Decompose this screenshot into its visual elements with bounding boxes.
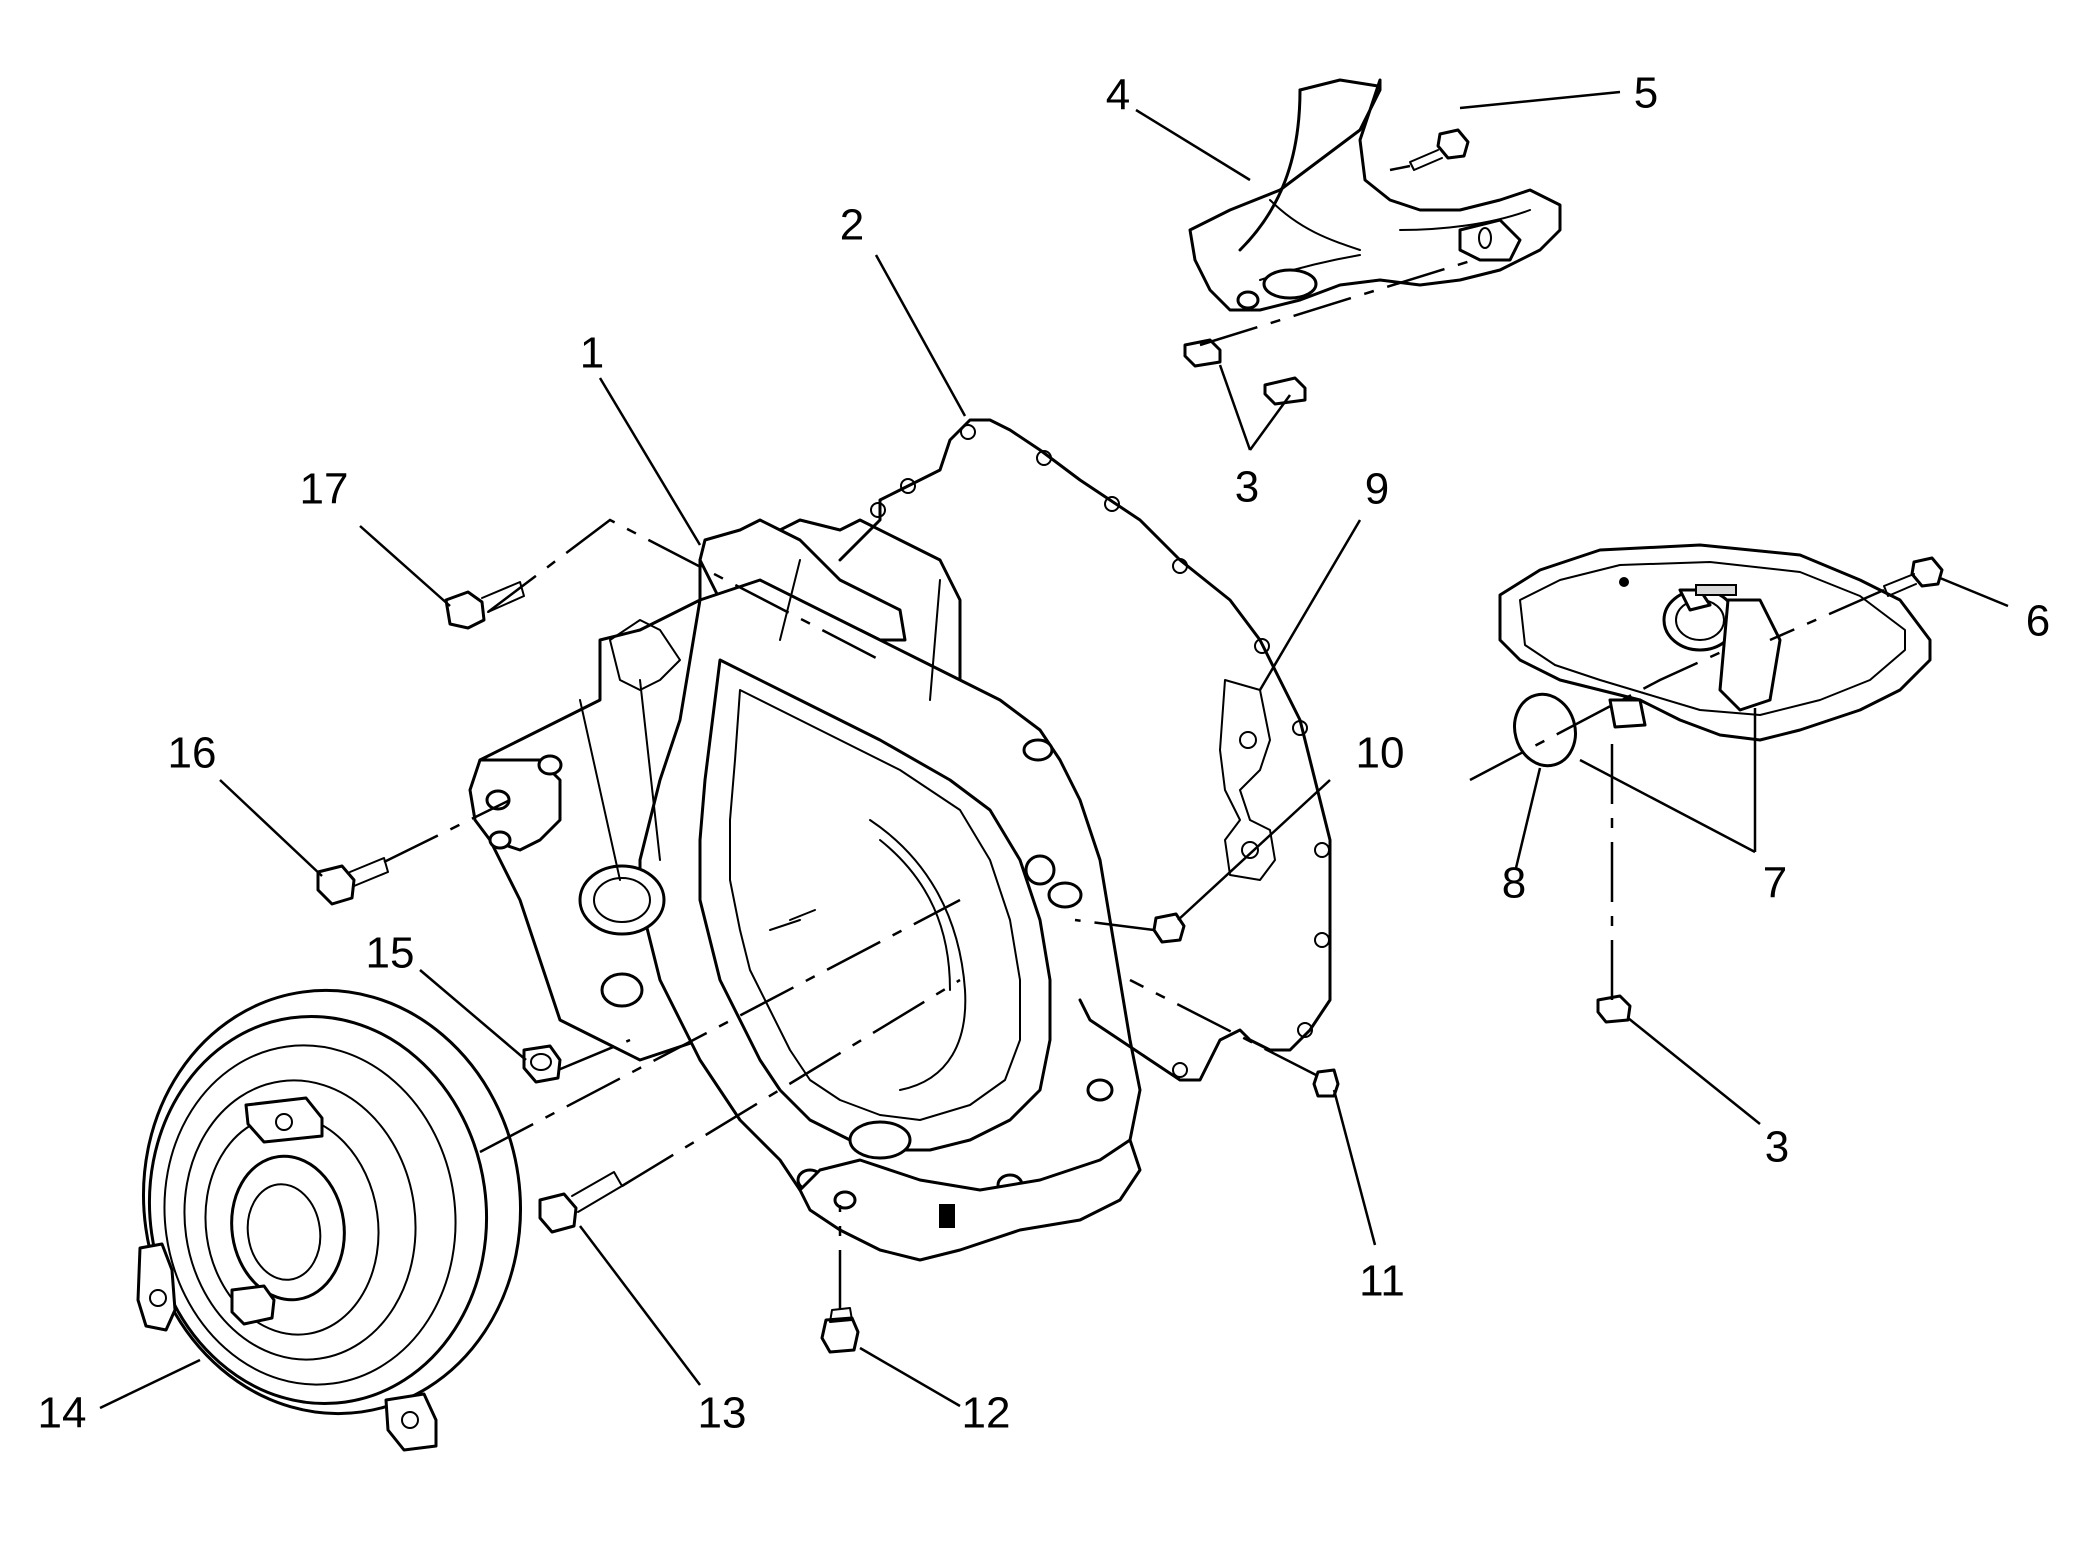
callout-8: 8: [1502, 859, 1526, 908]
retainer-clips: [1183, 338, 1632, 1024]
callout-9: 9: [1365, 465, 1389, 514]
bolt-13: [538, 1171, 623, 1234]
bolt-5: [1409, 128, 1470, 171]
callout-14: 14: [38, 1389, 87, 1438]
callout-4: 4: [1106, 71, 1130, 120]
callout-17: 17: [300, 465, 349, 514]
transmission-case: [468, 518, 1142, 1262]
callout-15: 15: [366, 929, 415, 978]
callout-12: 12: [962, 1389, 1011, 1438]
leader-lines: [99, 90, 2009, 1410]
callout-5: 5: [1634, 69, 1658, 118]
callout-11: 11: [1359, 1257, 1405, 1306]
callout-10: 10: [1356, 729, 1405, 778]
bolt-16: [316, 857, 389, 906]
transmission-filter: [1498, 543, 1932, 742]
callout-6: 6: [2026, 597, 2050, 646]
callout-3-top: 3: [1235, 463, 1259, 512]
bolt-6: [1883, 556, 1944, 597]
torque-converter: [136, 988, 522, 1452]
callout-13: 13: [698, 1389, 747, 1438]
callout-1: 1: [580, 329, 604, 378]
plug-12: [820, 1307, 860, 1354]
callout-16: 16: [168, 729, 217, 778]
callout-2: 2: [840, 201, 864, 250]
plug-15: [522, 1044, 562, 1084]
callout-3-bottom: 3: [1765, 1123, 1789, 1172]
bolt-17: [444, 581, 525, 630]
case-gasket: [838, 418, 1332, 1082]
callout-7: 7: [1763, 859, 1787, 908]
oil-pan-shield: [1188, 78, 1562, 312]
callout-labels: 1 2 3 4 5 6 7 8 9 10 11 12 13 14 15 16 1…: [38, 69, 2051, 1438]
assembly-axes: [383, 164, 1885, 1310]
plug-11: [1312, 1068, 1340, 1098]
filter-seal: [1513, 692, 1577, 768]
